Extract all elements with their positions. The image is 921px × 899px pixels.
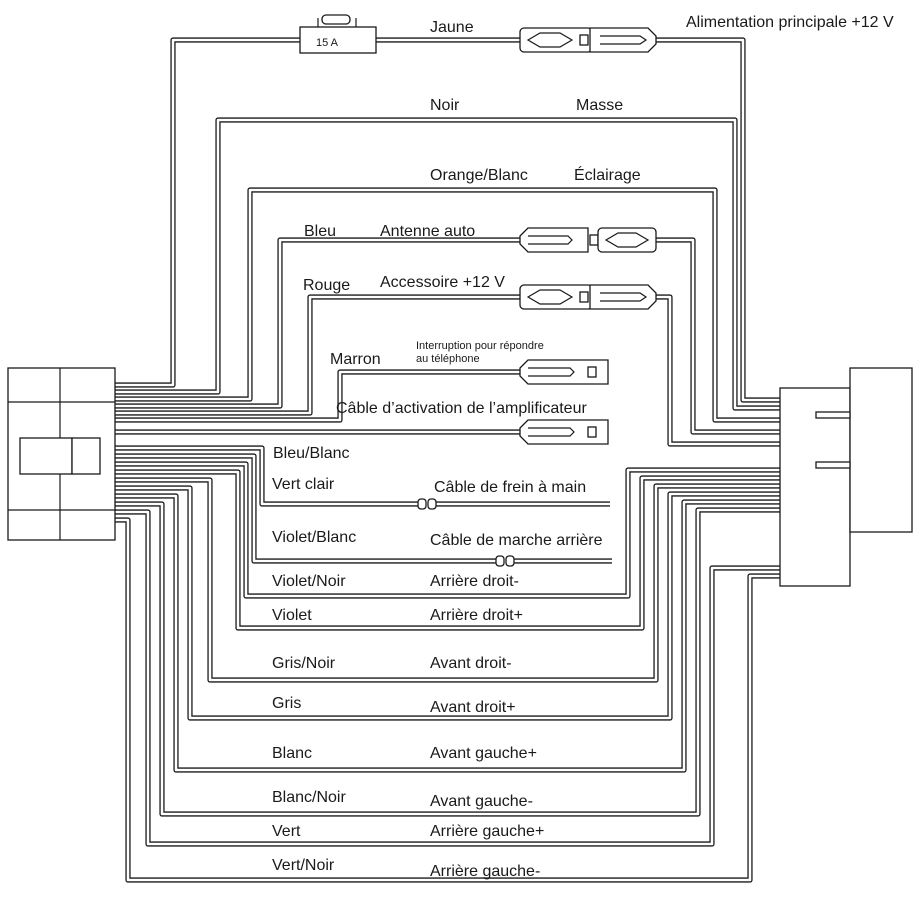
wire-blanc-noir-core <box>115 502 780 816</box>
labels-group: Jaune Alimentation principale +12 V Noir… <box>272 14 894 880</box>
label-color-vert-clair: Vert clair <box>272 476 335 493</box>
label-color-blanc-noir: Blanc/Noir <box>272 789 346 806</box>
label-function-bleu: Antenne auto <box>380 223 475 240</box>
label-color-violet: Violet <box>272 607 312 624</box>
connector-marron <box>519 359 609 385</box>
wire-gris <box>115 485 780 721</box>
label-function-blanc: Avant gauche+ <box>430 745 537 762</box>
label-function-marron-line1: Interruption pour répondre <box>416 340 544 352</box>
label-color-violet-noir: Violet/Noir <box>272 573 346 590</box>
connector-jaune <box>519 27 657 53</box>
connector-bleu <box>519 227 657 253</box>
label-function-violet: Arrière droit+ <box>430 607 523 624</box>
label-color-noir: Noir <box>430 97 460 114</box>
label-function-blanc-noir: Avant gauche- <box>430 793 533 810</box>
label-color-violet-blanc: Violet/Blanc <box>272 529 356 546</box>
label-function-vert-noir: Arrière gauche- <box>430 863 540 880</box>
label-function-vert: Arrière gauche+ <box>430 823 544 840</box>
label-function-orange-blanc: Éclairage <box>574 165 641 184</box>
wire-vert-clair-core <box>115 446 418 506</box>
label-color-rouge: Rouge <box>303 277 350 294</box>
wire-noir-core <box>115 118 780 410</box>
label-color-bleu-blanc: Bleu/Blanc <box>273 445 350 462</box>
label-function-gris: Avant droit+ <box>430 699 516 716</box>
label-color-marron: Marron <box>330 351 381 368</box>
label-function-gris-noir: Avant droit- <box>430 655 512 672</box>
wire-end-frein <box>417 498 610 510</box>
wire-bleu-core <box>115 238 780 434</box>
label-function-noir: Masse <box>576 97 623 114</box>
label-function-vert-clair: Câble de frein à main <box>434 479 586 496</box>
label-function-violet-blanc: Câble de marche arrière <box>430 532 603 549</box>
fuse: 15 A <box>299 14 377 54</box>
wire-group <box>115 37 780 883</box>
label-color-gris: Gris <box>272 695 301 712</box>
wire-violet-core <box>115 470 780 630</box>
wire-gris-noir-core <box>115 478 780 682</box>
right-harness-connector <box>779 367 913 587</box>
wire-vert-noir-core <box>115 518 780 882</box>
connector-bleu-blanc <box>519 419 609 445</box>
label-color-bleu: Bleu <box>304 223 336 240</box>
wire-end-marche-arriere <box>495 555 612 567</box>
label-function-jaune: Alimentation principale +12 V <box>686 14 894 31</box>
label-color-vert: Vert <box>272 823 301 840</box>
label-color-gris-noir: Gris/Noir <box>272 655 336 672</box>
label-function-marron-line2: au téléphone <box>416 353 480 365</box>
wire-marron-core <box>115 370 520 422</box>
wire-blanc-core <box>115 494 780 772</box>
wire-violet-blanc-core <box>115 454 496 563</box>
wire-jaune-core <box>115 38 780 402</box>
wire-violet-noir-core <box>115 462 780 598</box>
label-color-jaune: Jaune <box>430 19 474 36</box>
connector-rouge <box>519 284 657 310</box>
label-function-bleu-blanc: Câble d’activation de l’amplificateur <box>336 400 587 417</box>
label-function-violet-noir: Arrière droit- <box>430 573 519 590</box>
wire-gris-core <box>115 486 780 720</box>
label-color-orange-blanc: Orange/Blanc <box>430 167 528 184</box>
left-harness-connector <box>7 367 116 541</box>
label-function-rouge: Accessoire +12 V <box>380 274 505 291</box>
label-color-vert-noir: Vert/Noir <box>272 857 335 874</box>
label-color-blanc: Blanc <box>272 745 312 762</box>
wire-vert-core <box>115 510 780 846</box>
wire-rouge-core <box>115 295 780 446</box>
wire-orange-blanc-core <box>115 188 780 422</box>
fuse-rating: 15 A <box>316 37 339 49</box>
